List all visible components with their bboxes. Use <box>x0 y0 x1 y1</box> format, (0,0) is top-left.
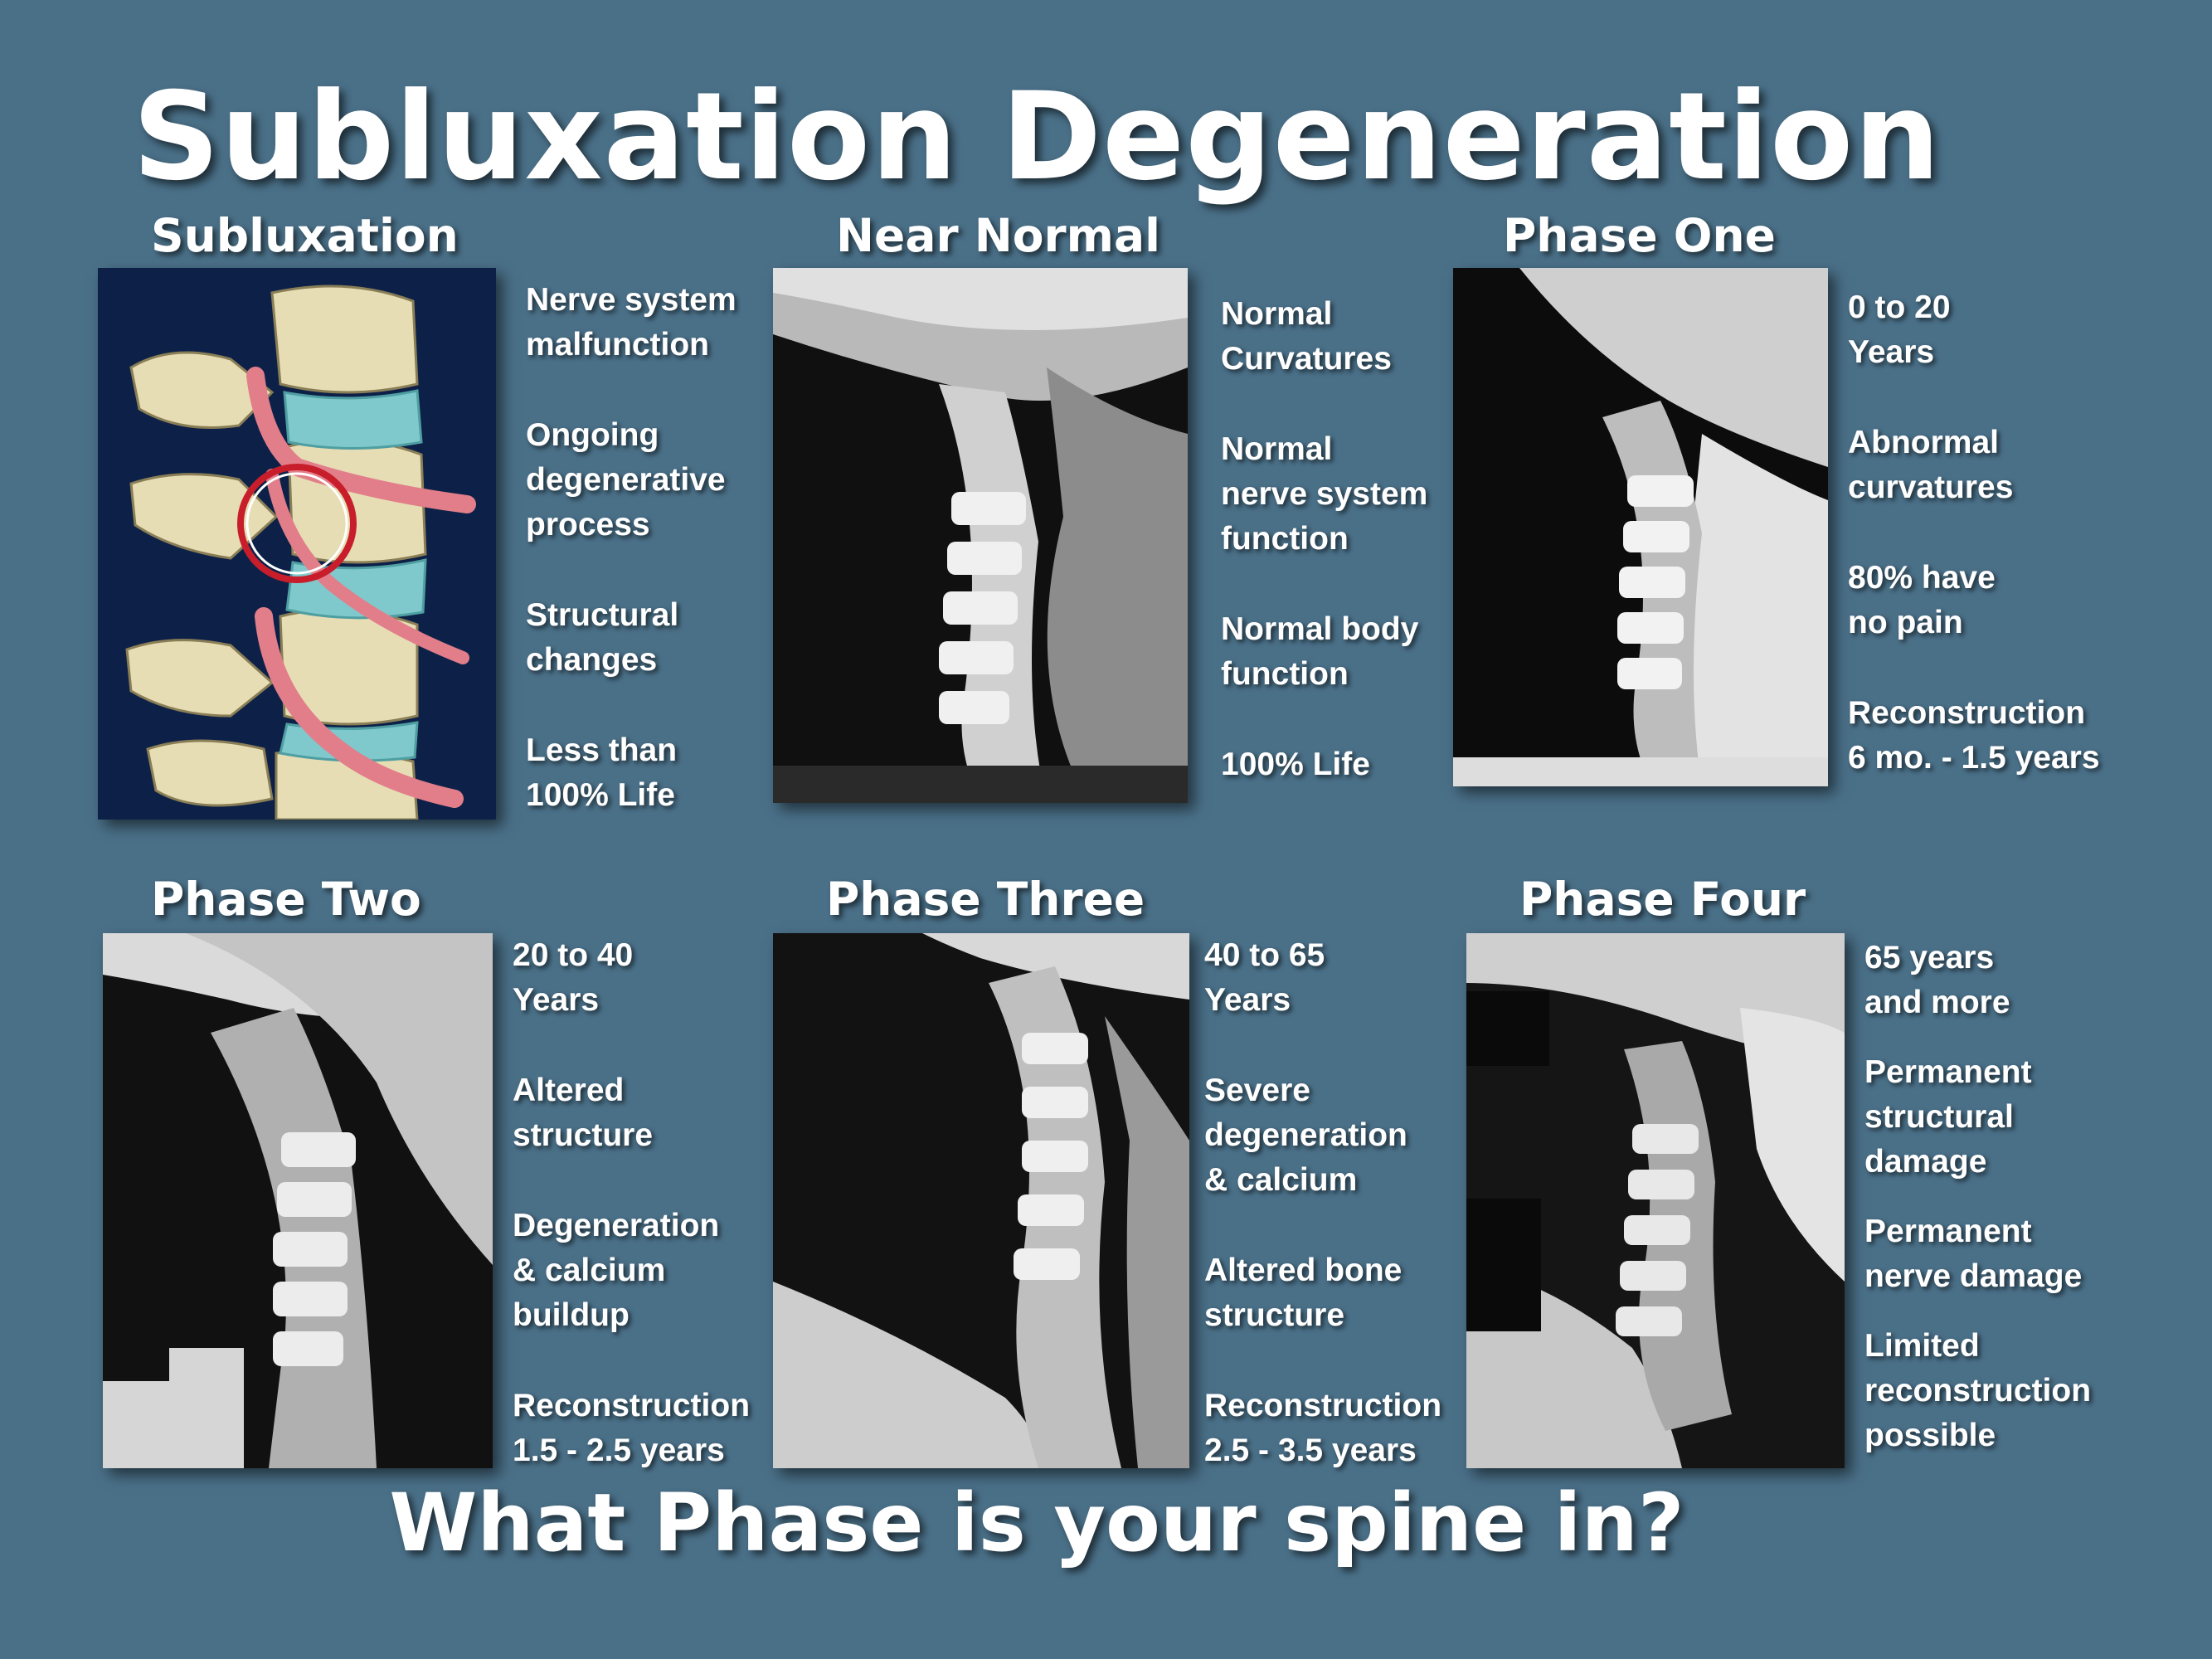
panel-heading-phase-two: Phase Two <box>151 873 421 926</box>
spine-illustration-graphic <box>98 268 496 820</box>
panel-text-subluxation: Nerve system malfunction Ongoing degener… <box>526 278 737 818</box>
panel-text-near-normal: Normal Curvatures Normal nerve system fu… <box>1221 292 1427 787</box>
panel-text-phase-two: 20 to 40 Years Altered structure Degener… <box>513 933 750 1473</box>
point: Normal Curvatures <box>1221 296 1392 377</box>
xray-phase-four-graphic <box>1466 933 1845 1468</box>
point: 100% Life <box>1221 747 1370 782</box>
point: Altered structure <box>513 1073 654 1153</box>
point: Abnormal curvatures <box>1848 425 2014 505</box>
page-title: Subluxation Degeneration <box>132 66 1942 207</box>
point: Permanent structural damage <box>1864 1054 2032 1180</box>
point: 80% have no pain <box>1848 560 1996 640</box>
point: 65 years and more <box>1864 940 2010 1020</box>
xray-phase-two-graphic <box>103 933 493 1468</box>
point: Limited reconstruction possible <box>1864 1328 2092 1453</box>
point: Normal body function <box>1221 611 1419 692</box>
footer-question: What Phase is your spine in? <box>389 1477 1685 1569</box>
point: Permanent nerve damage <box>1864 1214 2083 1294</box>
point: 40 to 65 Years <box>1204 937 1325 1018</box>
point: Severe degeneration & calcium <box>1204 1073 1407 1198</box>
point: Nerve system malfunction <box>526 282 737 362</box>
xray-phase-three-graphic <box>773 933 1189 1468</box>
panel-heading-near-normal: Near Normal <box>836 209 1160 262</box>
point: Altered bone structure <box>1204 1253 1403 1333</box>
panel-heading-phase-four: Phase Four <box>1519 873 1806 926</box>
xray-phase-two <box>103 933 493 1468</box>
point: 20 to 40 Years <box>513 937 634 1018</box>
point: Reconstruction 2.5 - 3.5 years <box>1204 1388 1442 1468</box>
panel-text-phase-three: 40 to 65 Years Severe degeneration & cal… <box>1204 933 1441 1473</box>
point: Degeneration & calcium buildup <box>513 1208 720 1333</box>
spine-illustration <box>98 268 496 820</box>
xray-near-normal <box>773 268 1188 803</box>
panel-text-phase-four: 65 years and more Permanent structural d… <box>1864 936 2091 1458</box>
point: 0 to 20 Years <box>1848 289 1951 370</box>
xray-phase-four <box>1466 933 1845 1468</box>
point: Less than 100% Life <box>526 732 678 813</box>
xray-phase-one <box>1453 268 1828 786</box>
point: Ongoing degenerative process <box>526 417 726 542</box>
point: Normal nerve system function <box>1221 431 1428 557</box>
point: Reconstruction 6 mo. - 1.5 years <box>1848 695 2100 776</box>
xray-near-normal-graphic <box>773 268 1188 803</box>
xray-phase-one-graphic <box>1453 268 1828 786</box>
panel-heading-subluxation: Subluxation <box>151 209 459 262</box>
panel-heading-phase-three: Phase Three <box>826 873 1145 926</box>
panel-text-phase-one: 0 to 20 Years Abnormal curvatures 80% ha… <box>1848 285 2100 781</box>
point: Reconstruction 1.5 - 2.5 years <box>513 1388 751 1468</box>
xray-phase-three <box>773 933 1189 1468</box>
panel-heading-phase-one: Phase One <box>1503 209 1776 262</box>
point: Structural changes <box>526 597 679 678</box>
